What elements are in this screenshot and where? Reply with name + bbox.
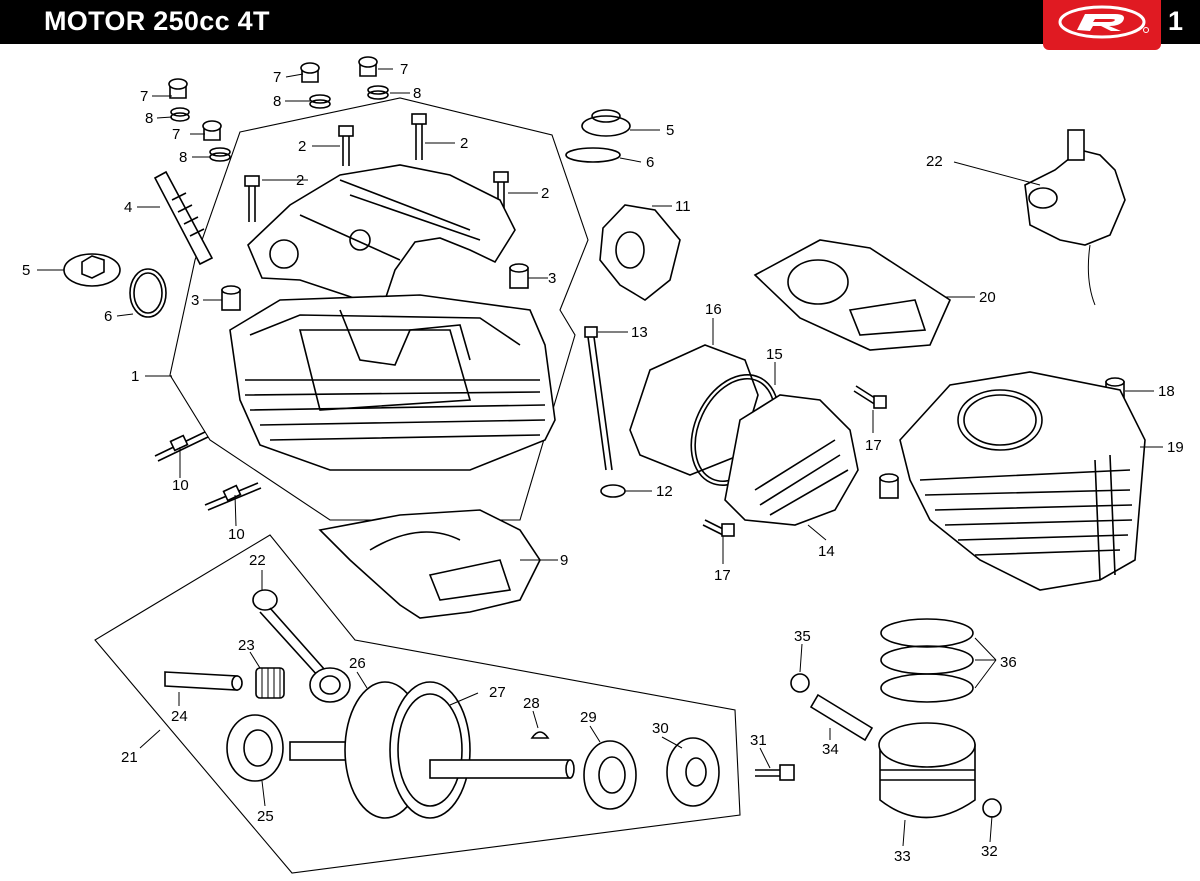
callout-2-c: 2: [296, 172, 304, 189]
callout-30: 30: [652, 720, 669, 737]
callout-10-a: 10: [172, 477, 189, 494]
timing-gear: [666, 737, 720, 807]
callout-2-a: 2: [298, 138, 306, 155]
callout-18: 18: [1158, 383, 1175, 400]
crankshaft: [289, 681, 575, 819]
callout-5-a: 5: [22, 262, 30, 279]
piston-rings: [880, 618, 974, 703]
leader-lines: [37, 68, 1163, 847]
studs: [154, 431, 262, 511]
callout-8-d: 8: [413, 85, 421, 102]
needle-bearing: [255, 667, 285, 699]
callout-23: 23: [238, 637, 255, 654]
woodruff-key: [530, 731, 550, 739]
head-bolts: [244, 113, 509, 222]
piston-clip-left: [790, 673, 810, 693]
callout-14: 14: [818, 543, 835, 560]
callout-26: 26: [349, 655, 366, 672]
callout-33: 33: [894, 848, 911, 865]
callout-7-c: 7: [273, 69, 281, 86]
crank-pin: [164, 671, 238, 691]
intake-manifold: [599, 204, 681, 301]
callout-22-b: 22: [249, 552, 266, 569]
dowel-pins: [221, 263, 529, 311]
callout-8-b: 8: [179, 149, 187, 166]
callout-7-d: 7: [400, 61, 408, 78]
callout-5-b: 5: [666, 122, 674, 139]
callout-6-b: 6: [646, 154, 654, 171]
callout-27: 27: [489, 684, 506, 701]
callout-10-b: 10: [228, 526, 245, 543]
callout-8-a: 8: [145, 110, 153, 127]
carburetor: [1024, 129, 1126, 306]
callout-8-c: 8: [273, 93, 281, 110]
callout-17-a: 17: [865, 437, 882, 454]
callout-15: 15: [766, 346, 783, 363]
callout-17-b: 17: [714, 567, 731, 584]
callout-4: 4: [124, 199, 132, 216]
oil-filler-cap: [63, 253, 167, 318]
callout-22-a: 22: [926, 153, 943, 170]
head-group-outline: [169, 97, 589, 521]
callout-32: 32: [981, 843, 998, 860]
crank-bearing-left: [226, 714, 284, 782]
page-title: MOTOR 250cc 4T: [44, 6, 270, 36]
callout-12: 12: [656, 483, 673, 500]
piston-pin: [809, 693, 874, 742]
callout-6-a: 6: [104, 308, 112, 325]
piston: [878, 722, 976, 819]
callout-2-d: 2: [541, 185, 549, 202]
callout-7-b: 7: [172, 126, 180, 143]
gear-bolt: [755, 764, 795, 781]
callout-34: 34: [822, 741, 839, 758]
crank-bearing-right: [583, 740, 637, 810]
callout-11: 11: [675, 198, 691, 215]
crank-group-outline: [94, 534, 741, 874]
callout-28: 28: [523, 695, 540, 712]
callout-1: 1: [131, 368, 139, 385]
connecting-rod: [252, 589, 351, 703]
crank-pin-end: [231, 675, 243, 691]
callout-numbers: 7 8 7 8 7 8 7 8 2 2 2 2 4 5 6 3 3 1 10 1…: [22, 61, 1184, 865]
spark-plug: [153, 170, 214, 266]
callout-13: 13: [631, 324, 648, 341]
callout-35: 35: [794, 628, 811, 645]
cylinder-block: [899, 371, 1146, 591]
callout-20: 20: [979, 289, 996, 306]
callout-29: 29: [580, 709, 597, 726]
tensioner-bolt: [584, 326, 626, 498]
piston-clip-right: [982, 798, 1002, 818]
callout-31: 31: [750, 732, 767, 749]
tappet-cap: [565, 109, 631, 163]
cylinder-gasket: [753, 239, 952, 351]
cover-bolts: [702, 385, 887, 537]
callout-2-b: 2: [460, 135, 468, 152]
valve-caps: [168, 56, 389, 162]
cylinder-head: [229, 164, 556, 471]
side-cover-assembly: [629, 344, 859, 526]
callout-21: 21: [121, 749, 138, 766]
callout-36: 36: [1000, 654, 1017, 671]
callout-19: 19: [1167, 439, 1184, 456]
brand-logo: [1043, 0, 1161, 50]
page-number: 1: [1168, 6, 1184, 36]
head-gasket: [318, 509, 541, 619]
callout-3-b: 3: [548, 270, 556, 287]
callout-3-a: 3: [191, 292, 199, 309]
rieju-r-logo-icon: [1058, 5, 1149, 39]
header-bar: MOTOR 250cc 4T: [0, 0, 1200, 44]
callout-24: 24: [171, 708, 188, 725]
callout-7-a: 7: [140, 88, 148, 105]
callout-25: 25: [257, 808, 274, 825]
callout-16: 16: [705, 301, 722, 318]
callout-9: 9: [560, 552, 568, 569]
